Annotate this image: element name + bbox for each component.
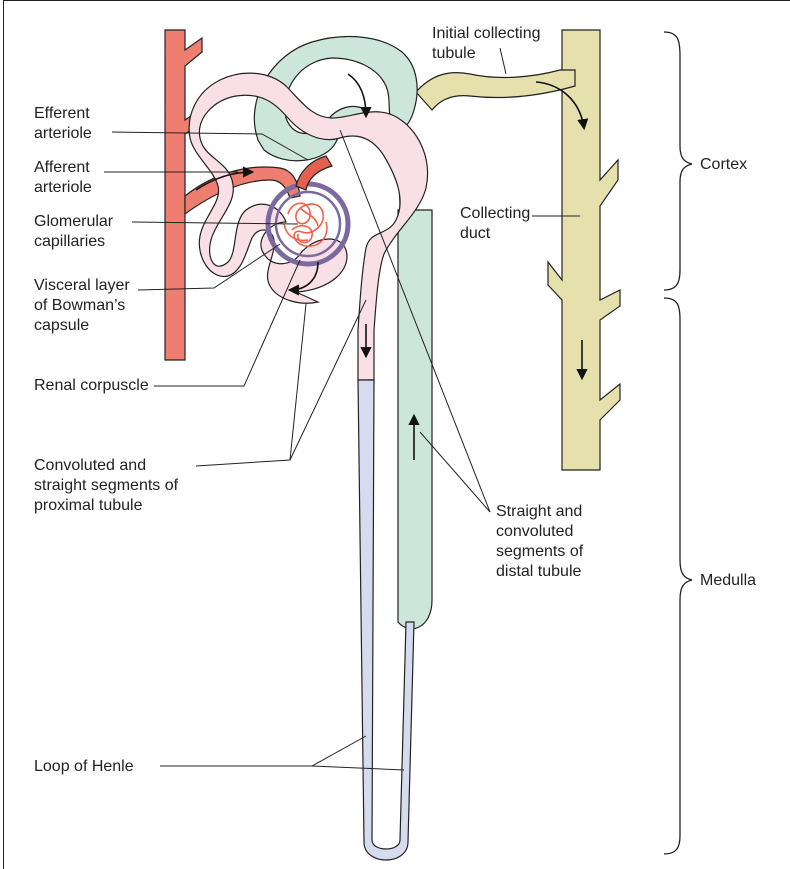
label-renal-line1: Renal corpuscle bbox=[34, 377, 149, 394]
label-efferent-arteriole: Efferent arteriole bbox=[34, 105, 94, 142]
label-distal-line2: convoluted bbox=[496, 523, 573, 540]
label-medulla-line1: Medulla bbox=[700, 572, 756, 589]
label-glomerular-line1: Glomerular bbox=[34, 213, 114, 230]
leader-proximal-b bbox=[290, 300, 366, 460]
label-medulla: Medulla bbox=[700, 572, 756, 589]
label-afferent-arteriole: Afferent arteriole bbox=[34, 159, 94, 196]
label-distal-line3: segments of bbox=[496, 543, 584, 560]
label-collecting-duct: Collecting duct bbox=[460, 205, 535, 242]
leader-initial-collecting bbox=[500, 48, 506, 74]
collecting-duct-body bbox=[548, 30, 620, 470]
medulla-bracket bbox=[664, 298, 692, 854]
label-renal-corpuscle: Renal corpuscle bbox=[34, 377, 149, 394]
label-henle-line1: Loop of Henle bbox=[34, 758, 134, 775]
label-collecting-line1: Collecting bbox=[460, 205, 530, 222]
label-efferent-line1: Efferent bbox=[34, 105, 90, 122]
label-afferent-line2: arteriole bbox=[34, 179, 92, 196]
label-distal-tubule: Straight and convoluted segments of dist… bbox=[496, 503, 588, 580]
label-visceral-layer: Visceral layer of Bowman’s capsule bbox=[34, 277, 134, 334]
label-proximal-line1: Convoluted and bbox=[34, 457, 146, 474]
label-visceral-line1: Visceral layer bbox=[34, 277, 130, 294]
label-afferent-line1: Afferent bbox=[34, 159, 90, 176]
label-initial-line1: Initial collecting bbox=[432, 25, 541, 42]
label-collecting-line2: duct bbox=[460, 225, 491, 242]
label-efferent-line2: arteriole bbox=[34, 125, 92, 142]
label-cortex-line1: Cortex bbox=[700, 156, 747, 173]
label-initial-line2: tubule bbox=[432, 45, 476, 62]
label-visceral-line2: of Bowman’s bbox=[34, 297, 125, 314]
initial-collecting-tubule-vessel bbox=[416, 70, 575, 110]
label-loop-of-henle: Loop of Henle bbox=[34, 758, 134, 775]
collecting-duct bbox=[416, 30, 620, 470]
label-cortex: Cortex bbox=[700, 156, 747, 173]
region-brackets bbox=[664, 32, 692, 854]
label-proximal-tubule: Convoluted and straight segments of prox… bbox=[34, 457, 183, 514]
label-initial-collecting-tubule: Initial collecting tubule bbox=[432, 25, 545, 62]
label-visceral-line3: capsule bbox=[34, 317, 89, 334]
leader-henle-b bbox=[312, 766, 404, 770]
label-glomerular-line2: capillaries bbox=[34, 233, 105, 250]
label-glomerular-capillaries: Glomerular capillaries bbox=[34, 213, 118, 250]
label-distal-line4: distal tubule bbox=[496, 563, 581, 580]
leader-proximal-a bbox=[196, 304, 306, 466]
label-proximal-line3: proximal tubule bbox=[34, 497, 143, 514]
leader-henle-a bbox=[160, 736, 366, 766]
label-distal-line1: Straight and bbox=[496, 503, 582, 520]
cortex-bracket bbox=[664, 32, 692, 290]
label-proximal-line2: straight segments of bbox=[34, 477, 179, 494]
